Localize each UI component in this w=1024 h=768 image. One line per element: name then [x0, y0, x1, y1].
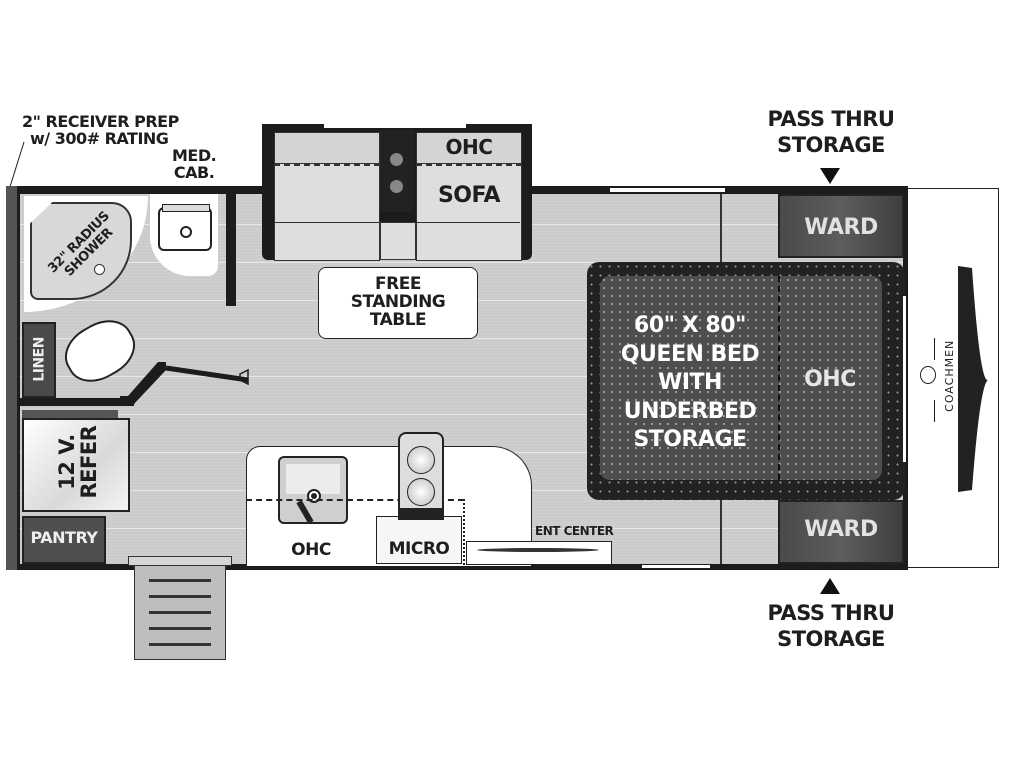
bed-line-1: 60" X 80"	[634, 313, 746, 338]
wall-bottom	[6, 564, 908, 570]
table-line-1: FREE	[375, 274, 421, 294]
sofa-seat-right: SOFA	[416, 164, 522, 261]
linen-cabinet: LINEN	[22, 322, 56, 398]
shower-label: 32" RADIUS SHOWER	[45, 209, 122, 286]
wardrobe-bottom[interactable]: WARD	[778, 500, 904, 564]
pass-thru-top-line-2: STORAGE	[777, 133, 885, 158]
bed-ohc-label: OHC	[804, 367, 856, 392]
entry-steps[interactable]	[134, 556, 226, 660]
slide-out-window	[324, 124, 466, 128]
brand-logo-line	[934, 338, 935, 360]
bed-ohc-divider	[778, 276, 780, 480]
bed-line-3: WITH	[658, 370, 722, 396]
micro-label: MICRO	[388, 539, 450, 559]
cooktop	[398, 432, 444, 520]
step-tread	[149, 627, 211, 630]
wall-top-left	[6, 186, 266, 194]
front-storage-cap-icon	[958, 266, 988, 492]
slide-out-ohc-right: OHC	[416, 132, 522, 164]
pass-thru-storage-bottom-label: PASS THRU STORAGE	[766, 602, 896, 650]
step-tread	[149, 643, 211, 646]
sofa-label: SOFA	[437, 183, 501, 208]
refer-label: 12 V. REFER	[54, 422, 101, 502]
refer-line-1: 12 V.	[54, 434, 79, 490]
step-tread	[149, 611, 211, 614]
sink-drain-icon	[180, 226, 192, 238]
ent-center-cabinet	[466, 541, 612, 565]
sofa-seat-left	[274, 164, 380, 261]
med-cab-line-2: CAB.	[173, 162, 215, 182]
pass-thru-top-line-1: PASS THRU	[767, 107, 895, 131]
pantry-label: PANTRY	[30, 528, 98, 547]
wardrobe-top[interactable]: WARD	[778, 194, 904, 258]
refer-strip	[22, 410, 118, 418]
wall-rear	[6, 186, 20, 570]
faucet-icon	[162, 204, 210, 212]
pantry-cabinet: PANTRY	[22, 516, 106, 564]
shower-drain-icon	[94, 264, 105, 275]
ent-center-label: ENT CENTER	[535, 524, 614, 538]
med-cab-line-1: MED.	[172, 146, 217, 165]
brand-logo-line	[934, 400, 935, 422]
cupholder-icon	[390, 180, 403, 193]
door-hinge-icon	[236, 374, 252, 390]
bed-window	[903, 296, 906, 462]
bathroom-sink	[158, 207, 212, 251]
pass-thru-bottom-line-2: STORAGE	[777, 627, 885, 652]
bath-partition	[226, 194, 236, 306]
linen-label: LINEN	[31, 337, 48, 382]
bed-line-5: STORAGE	[633, 427, 747, 453]
refer-line-2: REFER	[77, 425, 101, 499]
step-tread	[149, 579, 211, 582]
table-line-2: STANDING	[350, 291, 446, 312]
pass-thru-bottom-line-1: PASS THRU	[767, 601, 895, 625]
overhead-cabinet-outline	[246, 499, 464, 501]
kitchen-ohc-label: OHC	[291, 540, 331, 560]
kitchen-sink	[278, 456, 348, 524]
faucet-icon	[296, 500, 314, 524]
free-standing-table: FREE STANDING TABLE	[318, 267, 478, 339]
bath-wall-bottom	[20, 398, 134, 406]
burner-icon	[407, 478, 435, 506]
receiver-line-1: 2" RECEIVER PREP	[22, 112, 179, 131]
slide-ohc-label: OHC	[445, 135, 493, 159]
entry-door-threshold	[128, 556, 232, 566]
table-line-3: TABLE	[369, 309, 427, 330]
burner-icon	[407, 446, 435, 474]
window-top	[610, 188, 725, 192]
arrow-down-icon	[820, 168, 840, 184]
cooktop-controls	[400, 508, 442, 518]
overhead-cabinet-edge	[463, 499, 465, 565]
cupholder-icon	[390, 153, 403, 166]
refrigerator: 12 V. REFER	[22, 418, 130, 512]
bed-line-4: UNDERBED	[623, 398, 757, 424]
ward-top-label: WARD	[804, 215, 878, 240]
queen-bed-mattress: 60" X 80" QUEEN BED WITH UNDERBED STORAG…	[600, 276, 882, 480]
med-cab-label: MED. CAB.	[172, 146, 217, 182]
receiver-leader-line	[8, 141, 25, 191]
bed-line-2: QUEEN BED	[620, 341, 760, 367]
receiver-prep-label: 2" RECEIVER PREP w/ 300# RATING	[22, 112, 179, 148]
brand-mascot-icon	[920, 366, 936, 384]
arrow-up-icon	[820, 578, 840, 594]
ward-bottom-label: WARD	[804, 517, 878, 542]
window-bottom	[642, 565, 710, 568]
bath-wall-angled	[120, 362, 249, 404]
receiver-line-2: w/ 300# RATING	[30, 128, 169, 148]
sofa-console	[380, 130, 414, 212]
tv-icon	[477, 548, 599, 552]
slide-out-ohc-left	[274, 132, 380, 164]
pass-thru-storage-top-label: PASS THRU STORAGE	[766, 108, 896, 156]
sofa-center	[380, 222, 416, 260]
table-label: FREE STANDING TABLE	[319, 274, 477, 330]
bed-label: 60" X 80" QUEEN BED WITH UNDERBED STORAG…	[602, 312, 778, 455]
microwave: MICRO	[376, 516, 462, 564]
step-tread	[149, 595, 211, 598]
